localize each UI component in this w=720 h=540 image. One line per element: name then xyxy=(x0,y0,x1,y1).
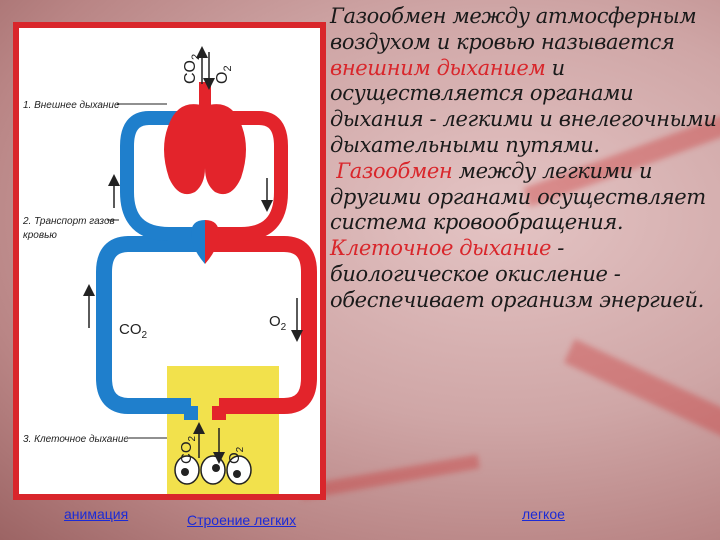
lung-structure-link[interactable]: Строение легких xyxy=(187,512,297,528)
label-external-breathing: 1. Внешнее дыхание xyxy=(23,100,120,111)
term-external-breathing: внешним дыханием xyxy=(330,55,546,80)
pulmonary-arterial-vessel xyxy=(211,111,288,241)
systemic-arterial-vessel xyxy=(209,236,317,414)
co2-label-tissue: CO2 xyxy=(178,436,198,465)
background-streak xyxy=(300,454,480,500)
heart-right xyxy=(191,220,205,264)
cell-nucleus xyxy=(233,470,241,478)
description-text: Газообмен между атмосферным воздухом и к… xyxy=(330,4,718,314)
paragraph-cellular-breathing: Клеточное дыхание - биологическое окисле… xyxy=(330,236,704,312)
term-cellular-breathing: Клеточное дыхание xyxy=(330,236,552,261)
trachea xyxy=(199,82,211,110)
lungs xyxy=(164,86,246,195)
co2-label-lungs: CO2 xyxy=(182,54,202,84)
paragraph-external-breathing: Газообмен между атмосферным воздухом и к… xyxy=(330,4,717,157)
co2-label-venous: CO2 xyxy=(119,321,148,341)
paragraph-circulation: Газообмен между легкими и другими органа… xyxy=(330,158,706,235)
tissue-cell xyxy=(226,455,252,485)
term-gas-exchange: Газообмен xyxy=(336,158,453,183)
o2-label-tissue: O2 xyxy=(226,446,246,464)
label-gas-transport-2: кровью xyxy=(23,230,57,241)
animation-link[interactable]: анимация xyxy=(64,506,129,522)
cell-nucleus xyxy=(212,464,220,472)
o2-label-arterial: O2 xyxy=(269,313,287,333)
background-streak xyxy=(563,338,720,448)
lung-link[interactable]: легкое xyxy=(522,506,565,522)
pulmonary-venous-vessel xyxy=(120,111,201,241)
systemic-venous-vessel xyxy=(96,236,201,414)
o2-label-lungs: O2 xyxy=(214,65,234,84)
heart-left xyxy=(205,220,219,264)
cell-nucleus xyxy=(181,468,189,476)
circulation-diagram-svg: CO2 O2 CO2 O2 CO2 O2 1. Внешнее дыхание … xyxy=(22,46,317,494)
respiration-diagram: CO2 O2 CO2 O2 CO2 O2 1. Внешнее дыхание … xyxy=(13,22,326,500)
label-gas-transport: 2. Транспорт газов xyxy=(22,216,115,227)
label-cellular-breathing: 3. Клеточное дыхание xyxy=(23,434,129,445)
